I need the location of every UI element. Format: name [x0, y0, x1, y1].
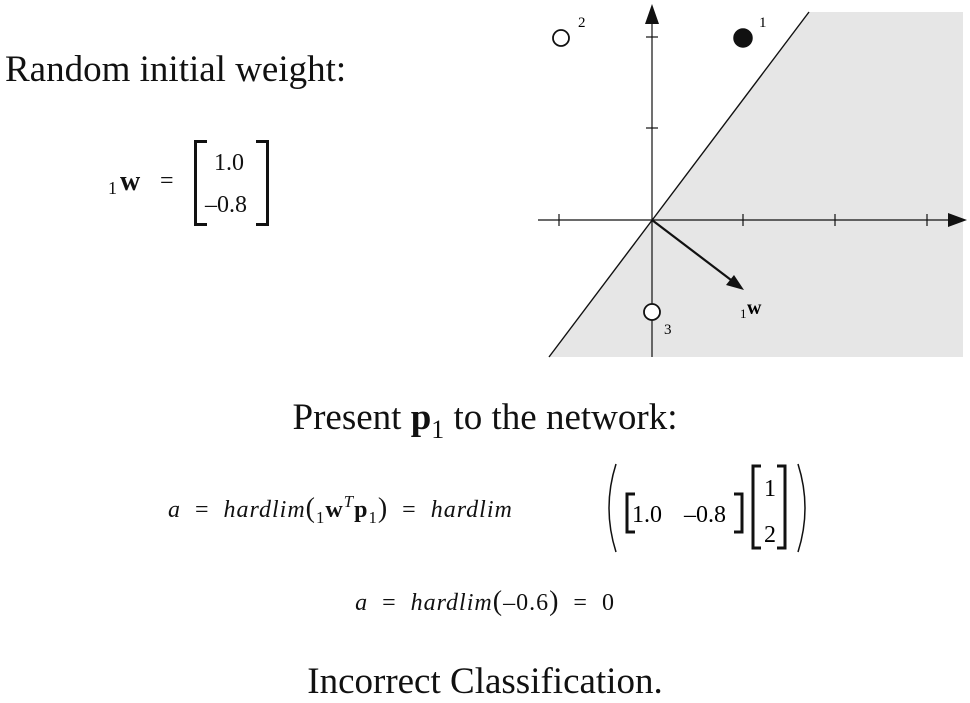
eq1-equals-1: =	[195, 497, 210, 524]
point-2-open	[552, 29, 570, 47]
eq1-p-subscript: 1	[368, 507, 378, 527]
eq1-transpose: T	[343, 492, 355, 511]
weight-vector-label-sub: 1	[740, 306, 747, 321]
w-symbol: w	[120, 166, 141, 197]
point-3-open	[643, 303, 661, 321]
point-1-label: 1	[759, 15, 767, 31]
w-subscript: 1	[108, 178, 117, 198]
eq1-hardlim-2: hardlim	[430, 497, 513, 524]
point-3-label: 3	[664, 322, 672, 338]
equation-1-lhs: a = hardlim(1wTp1) = hardlim	[168, 492, 513, 527]
y-axis-arrowhead	[645, 4, 659, 24]
present-suffix: to the network:	[453, 397, 678, 438]
big-right-paren	[797, 463, 806, 553]
eq2-equals-1: =	[382, 590, 397, 616]
point-2-label: 2	[578, 15, 586, 31]
row-value-2: –0.8	[683, 502, 726, 528]
eq1-w: w	[325, 497, 344, 524]
present-p-symbol: p	[410, 397, 432, 438]
row-value-1: 1.0	[632, 502, 662, 528]
classification-result: Incorrect Classification.	[307, 661, 663, 702]
weight-vector-arrowhead	[726, 275, 744, 290]
present-heading: Present p1 to the network:	[0, 396, 970, 445]
col-value-1: 1	[764, 476, 776, 502]
row-left-bracket	[625, 492, 635, 534]
eq1-equals-2: =	[402, 497, 417, 524]
eq2-hardlim: hardlim	[410, 590, 493, 616]
weight-vector-label: w	[747, 297, 762, 319]
matrix-right-bracket	[256, 140, 269, 226]
weight-value-2: –0.8	[205, 192, 247, 218]
row-right-bracket	[734, 492, 744, 534]
eq1-w-subscript: 1	[316, 507, 326, 527]
decision-boundary-plot: 1 w 1 2 3	[538, 4, 967, 358]
eq2-argument: –0.6	[503, 590, 550, 616]
eq2-equals-2: =	[573, 590, 588, 616]
present-p-subscript: 1	[431, 415, 445, 445]
col-left-bracket	[751, 464, 761, 550]
eq2-result: 0	[601, 590, 615, 616]
point-1-filled	[733, 28, 753, 48]
weight-vector-arrow	[651, 219, 736, 284]
weight-value-1: 1.0	[214, 150, 244, 176]
decision-boundary-line	[548, 11, 810, 358]
initial-weight-vector: 1 w = 1.0 –0.8	[108, 140, 278, 230]
eq1-p: p	[354, 497, 369, 524]
equals-sign: =	[160, 168, 174, 194]
matrix-left-bracket	[194, 140, 207, 226]
random-weight-title: Random initial weight:	[5, 49, 347, 90]
equation-1-matrices: 1.0 –0.8 1 2	[608, 463, 806, 553]
col-value-2: 2	[764, 522, 776, 548]
x-axis-arrowhead	[948, 213, 967, 227]
big-left-paren	[608, 463, 617, 553]
equation-2: a = hardlim(–0.6) = 0	[355, 586, 615, 617]
eq1-a: a	[168, 497, 181, 524]
eq2-a: a	[355, 590, 369, 616]
present-prefix: Present	[292, 397, 402, 438]
eq1-hardlim-1: hardlim	[223, 497, 306, 524]
col-right-bracket	[777, 464, 787, 550]
